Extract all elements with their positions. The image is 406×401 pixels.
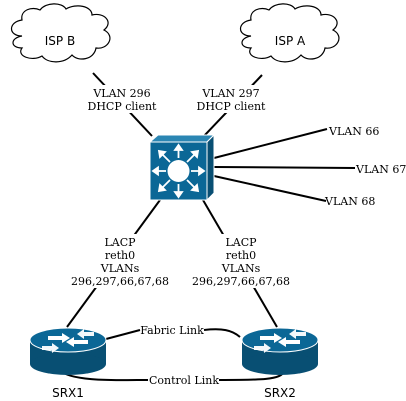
srx2-router: [241, 327, 319, 375]
srx2-downlink-label: LACP reth0 VLANs 296,297,66,67,68: [190, 234, 292, 288]
vlan-68-label: VLAN 68: [324, 195, 375, 208]
router-bottom: [242, 353, 318, 375]
switch-top-face: [148, 134, 216, 143]
fabric-link-label: Fabric Link: [140, 324, 204, 337]
isp-a-label: ISP A: [275, 34, 306, 48]
control-link-label: Control Link: [149, 374, 219, 387]
left-vlans: VLANs: [100, 262, 140, 275]
ispb-uplink-label: VLAN 296 DHCP client: [86, 85, 158, 113]
ispa-uplink-label: VLAN 297 DHCP client: [194, 85, 268, 113]
ispb-vlan: VLAN 296: [92, 87, 150, 100]
isp-b-cloud: ISP B: [10, 3, 111, 63]
srx2-label: SRX2: [264, 386, 296, 400]
left-vlan-list: 296,297,66,67,68: [71, 275, 169, 288]
srx1-label: SRX1: [52, 386, 84, 400]
right-vlans: VLANs: [221, 262, 261, 275]
right-reth: reth0: [226, 249, 256, 262]
router-bottom: [30, 353, 106, 375]
isp-a-cloud: ISP A: [239, 3, 340, 63]
router-arrows-icon: [42, 329, 94, 353]
left-lacp: LACP: [104, 236, 136, 249]
left-reth: reth0: [105, 249, 135, 262]
srx1-router: [29, 327, 107, 375]
vlan-66-label: VLAN 66: [328, 125, 379, 138]
core-switch: [148, 133, 216, 202]
link-vlan66: [213, 128, 328, 159]
vlan-67-label: VLAN 67: [355, 163, 406, 176]
link-vlan67: [213, 166, 356, 169]
cloud-icon: [10, 3, 111, 63]
router-top: [29, 327, 107, 353]
switch-hub-icon: [167, 160, 190, 182]
switch-side-face: [206, 133, 215, 202]
right-lacp: LACP: [225, 236, 257, 249]
right-vlan-list: 296,297,66,67,68: [192, 275, 290, 288]
cloud-icon: [239, 3, 340, 63]
ispa-vlan: VLAN 297: [201, 87, 259, 100]
router-top: [241, 327, 319, 353]
fabric-link: [105, 328, 241, 340]
ispb-dhcp: DHCP client: [88, 100, 158, 113]
ispa-dhcp: DHCP client: [197, 100, 267, 113]
isp-b-label: ISP B: [45, 34, 75, 48]
router-arrows-icon: [254, 329, 306, 353]
srx1-downlink-label: LACP reth0 VLANs 296,297,66,67,68: [70, 234, 172, 288]
switch-arrows-icon: [151, 143, 206, 199]
link-vlan68: [213, 175, 327, 202]
